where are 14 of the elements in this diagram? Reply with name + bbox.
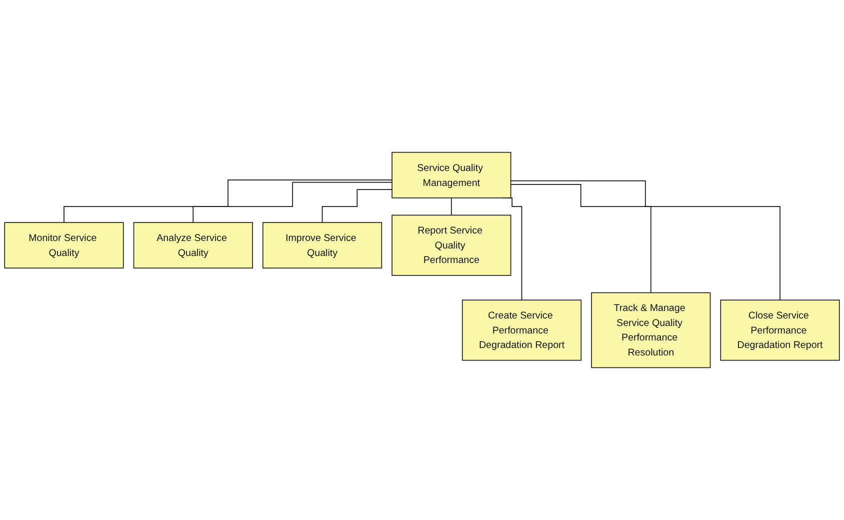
node-box: Analyze Service Quality — [133, 222, 253, 268]
node-box: Monitor Service Quality — [4, 222, 124, 268]
node-box: Track & Manage Service Quality Performance Resolution — [591, 292, 711, 368]
connector — [510, 184, 652, 294]
node-box: Create Service Performance Degradation Report — [462, 300, 582, 361]
node-box: Report Service Quality Performance — [392, 214, 512, 276]
connector — [322, 189, 392, 223]
connector — [510, 180, 780, 300]
connector — [64, 180, 392, 223]
node-box: Service Quality Management — [392, 152, 512, 198]
node-box: Close Service Performance Degradation Report — [720, 300, 840, 361]
connector — [450, 197, 452, 216]
node-box: Improve Service Quality — [262, 222, 382, 268]
connector — [192, 182, 392, 223]
